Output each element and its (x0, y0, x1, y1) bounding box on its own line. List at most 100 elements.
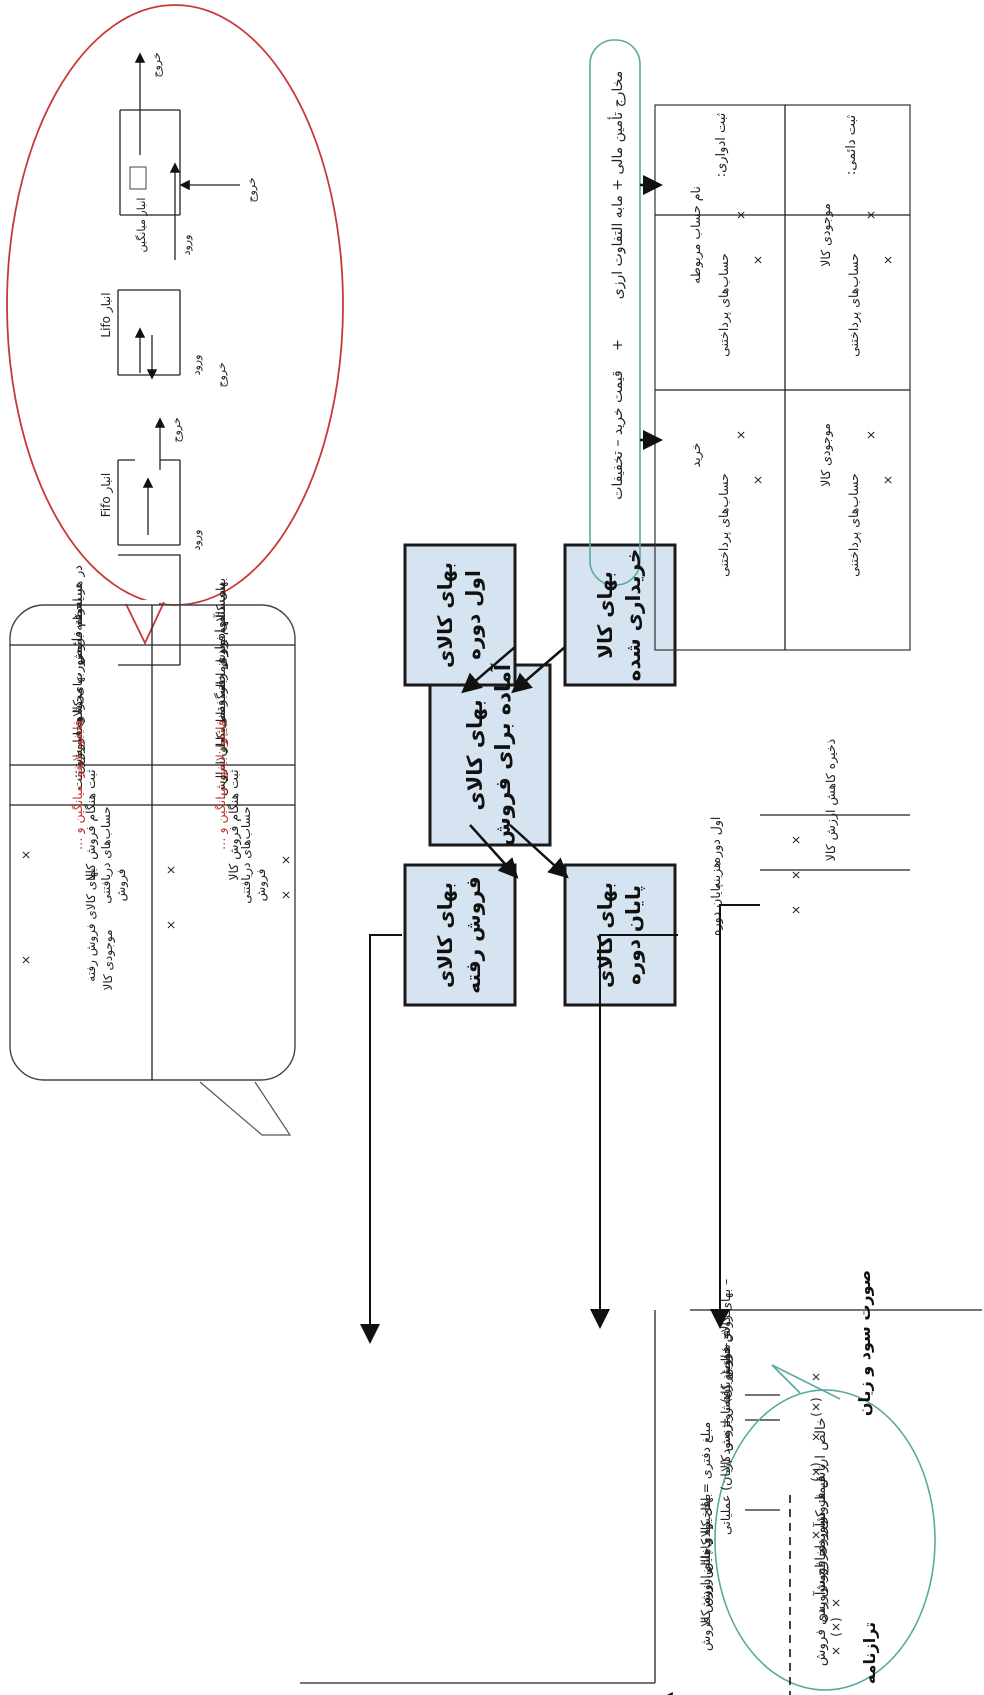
balance-amt-1: (×) (829, 1617, 843, 1636)
cogs-to-income (360, 934, 402, 1344)
periodic-entry-1: حساب‌های دریافتنی (239, 806, 254, 903)
journal-mark-c-1-0: × (881, 475, 895, 485)
perpetual-desc-1: رفته به صورت مجزا محاسبه و ثبت (70, 608, 86, 790)
ending-to-balance (590, 934, 678, 1329)
income-amt-1: (×) (809, 1397, 823, 1416)
box-beginning-line1: بهای کالای (433, 562, 457, 668)
flow-arrows (461, 646, 569, 879)
journal-table-grid (654, 104, 911, 651)
box-available-line1: بهای کالای (463, 699, 487, 810)
fifo-warehouse (118, 554, 181, 666)
perpetual-title: سیستم دائمی (70, 585, 86, 665)
box-beginning (403, 543, 517, 687)
journal-credit-1-0: حساب‌های پرداختنی (846, 473, 862, 577)
avg-box (119, 109, 181, 216)
systems-table (9, 604, 296, 1081)
income-amt-2: × (809, 1432, 823, 1442)
perpetual-mark-2: × (164, 920, 178, 930)
journal-debit-0-0: خرید (688, 443, 704, 468)
income-amt-0: × (809, 1372, 823, 1382)
perpetual-mark-0: × (164, 865, 178, 875)
box-purchased-line2: خریداری شده (621, 549, 645, 682)
box-purchased-line1: بهای کالا (593, 571, 617, 659)
perpetual-mark-1: × (19, 850, 33, 860)
perpetual-desc-2: می‌شود، با روش: (70, 688, 86, 778)
lifo-in-label: ورود (190, 355, 203, 376)
journal-perpetual-label: ثبت دائمی: (844, 115, 859, 176)
costing-methods-bubble (6, 4, 344, 646)
formula-plus: + (610, 339, 626, 351)
lifo-box (117, 289, 181, 376)
periodic-mark-1: × (279, 890, 293, 900)
lifo-out-label: خروج (215, 362, 228, 387)
perpetual-mark-3: × (19, 955, 33, 965)
income-line-4: = سود (زیان) عملیاتی (718, 1418, 734, 1535)
income-statement-title: صورت سود و زیان (855, 1270, 874, 1416)
nrv-note-1: با قیمت برآوردی فروش پس (812, 1463, 829, 1622)
journal-mark-d-1-0: × (864, 430, 878, 440)
box-cogs-line2: فروش رفته (461, 876, 485, 993)
income-amt-4: × (809, 1530, 823, 1540)
income-line-3: – هزینه کاهش ارزش کالا (718, 1342, 734, 1472)
purchase-cost-bubble (589, 39, 641, 586)
balance-sheet-title: ترازنامه (860, 1622, 879, 1684)
balance-amt-2: × (829, 1646, 843, 1656)
avg-out-label-2: خروج (245, 177, 258, 202)
journal-debit-1-1: موجودی کالا (818, 203, 834, 267)
balance-line-1: – ذخیره کاهش ارزش کالا (698, 1494, 714, 1627)
avg-label: انبار میانگین (135, 198, 148, 253)
box-beginning-line2: اول دوره (461, 570, 485, 660)
box-cogs (403, 863, 517, 1007)
periodic-entry-2: فروش (254, 869, 269, 902)
avg-mix-mark (129, 166, 147, 190)
box-available-line2: آماده برای فروش (490, 663, 515, 846)
journal-credit-1-1: حساب‌های پرداختنی (846, 253, 862, 357)
nrv-note-0: خالص ارزش فروش برابر است (813, 1418, 829, 1593)
journal-mark-d-0-1: × (734, 210, 748, 220)
perpetual-entry-title: ثبت هنگام فروش کالا (83, 769, 99, 881)
fifo-box (117, 459, 181, 546)
fifo-out-label: خروج (170, 417, 183, 442)
income-line-2: = سود (زیان) ناویژه (718, 1330, 734, 1437)
reserve-to-balance (710, 904, 760, 1329)
reserve-mark-0: × (789, 835, 803, 845)
formula-right: مخارج تأمین مالی + مابه التفاوت ارزی (607, 71, 626, 299)
periodic-mark-0: × (279, 855, 293, 865)
periodic-desc-2: محاسبه می‌شود، با روش: (213, 666, 229, 800)
perpetual-entry-1: حساب‌های دریافتنی (99, 806, 114, 903)
periodic-desc-0: بهای کالای فروش رفته فقط یکبار (213, 578, 229, 753)
reserve-line-2: پایان دوره (708, 884, 724, 936)
periodic-desc-1: آنهم بعد از انبارگردانی پایان سال (213, 613, 229, 783)
perpetual-desc-0: در هر لحظه فروش، بهای کالای فروش (70, 565, 86, 765)
reserve-title: ذخیره کاهش ارزش کالا (823, 739, 839, 861)
balance-amt-0: × (829, 1598, 843, 1608)
nrv-note-2: از کسر مخارج برآوردی فروش (812, 1496, 829, 1666)
box-purchased (563, 543, 677, 687)
balance-line-2: مبلغ دفتری = اقل بها و خالص ارزش فروش (698, 1422, 714, 1651)
journal-credit-0-1: حساب‌های پرداختنی (716, 253, 732, 357)
reserve-mark-1: × (789, 870, 803, 880)
income-amt-3: (×) (809, 1462, 823, 1481)
perpetual-entry-3: بهای کالای فروش رفته (84, 868, 99, 981)
journal-periodic-label: ثبت ادواری: (714, 112, 729, 177)
lifo-label: انبار Lifo (99, 292, 114, 337)
journal-debit-0-1: نام حساب مربوطه (688, 186, 704, 284)
formula-left: قیمت خرید – تخفیفات (610, 370, 626, 500)
journal-mark-c-0-0: × (751, 475, 765, 485)
avg-out-label: خروج (150, 52, 163, 77)
fifo-in-label: ورود (190, 530, 203, 551)
journal-credit-0-0: حساب‌های پرداختنی (716, 473, 732, 577)
box-cogs-line1: بهای کالای (433, 882, 457, 988)
perpetual-methods: فایفو، لایفو، میانگین و … (70, 720, 86, 850)
statements-region (300, 1309, 982, 1684)
fifo-label: انبار Fifo (99, 473, 114, 518)
balance-line-0: بهای کالای پایان دوره (698, 1494, 714, 1603)
flow-boxes (403, 543, 677, 1007)
periodic-entry-title: ثبت هنگام فروش کالا (226, 769, 242, 881)
journal-mark-c-0-1: × (751, 255, 765, 265)
perpetual-entry-4: موجودی کالا (101, 929, 116, 990)
cogs-callout (199, 1081, 292, 1136)
